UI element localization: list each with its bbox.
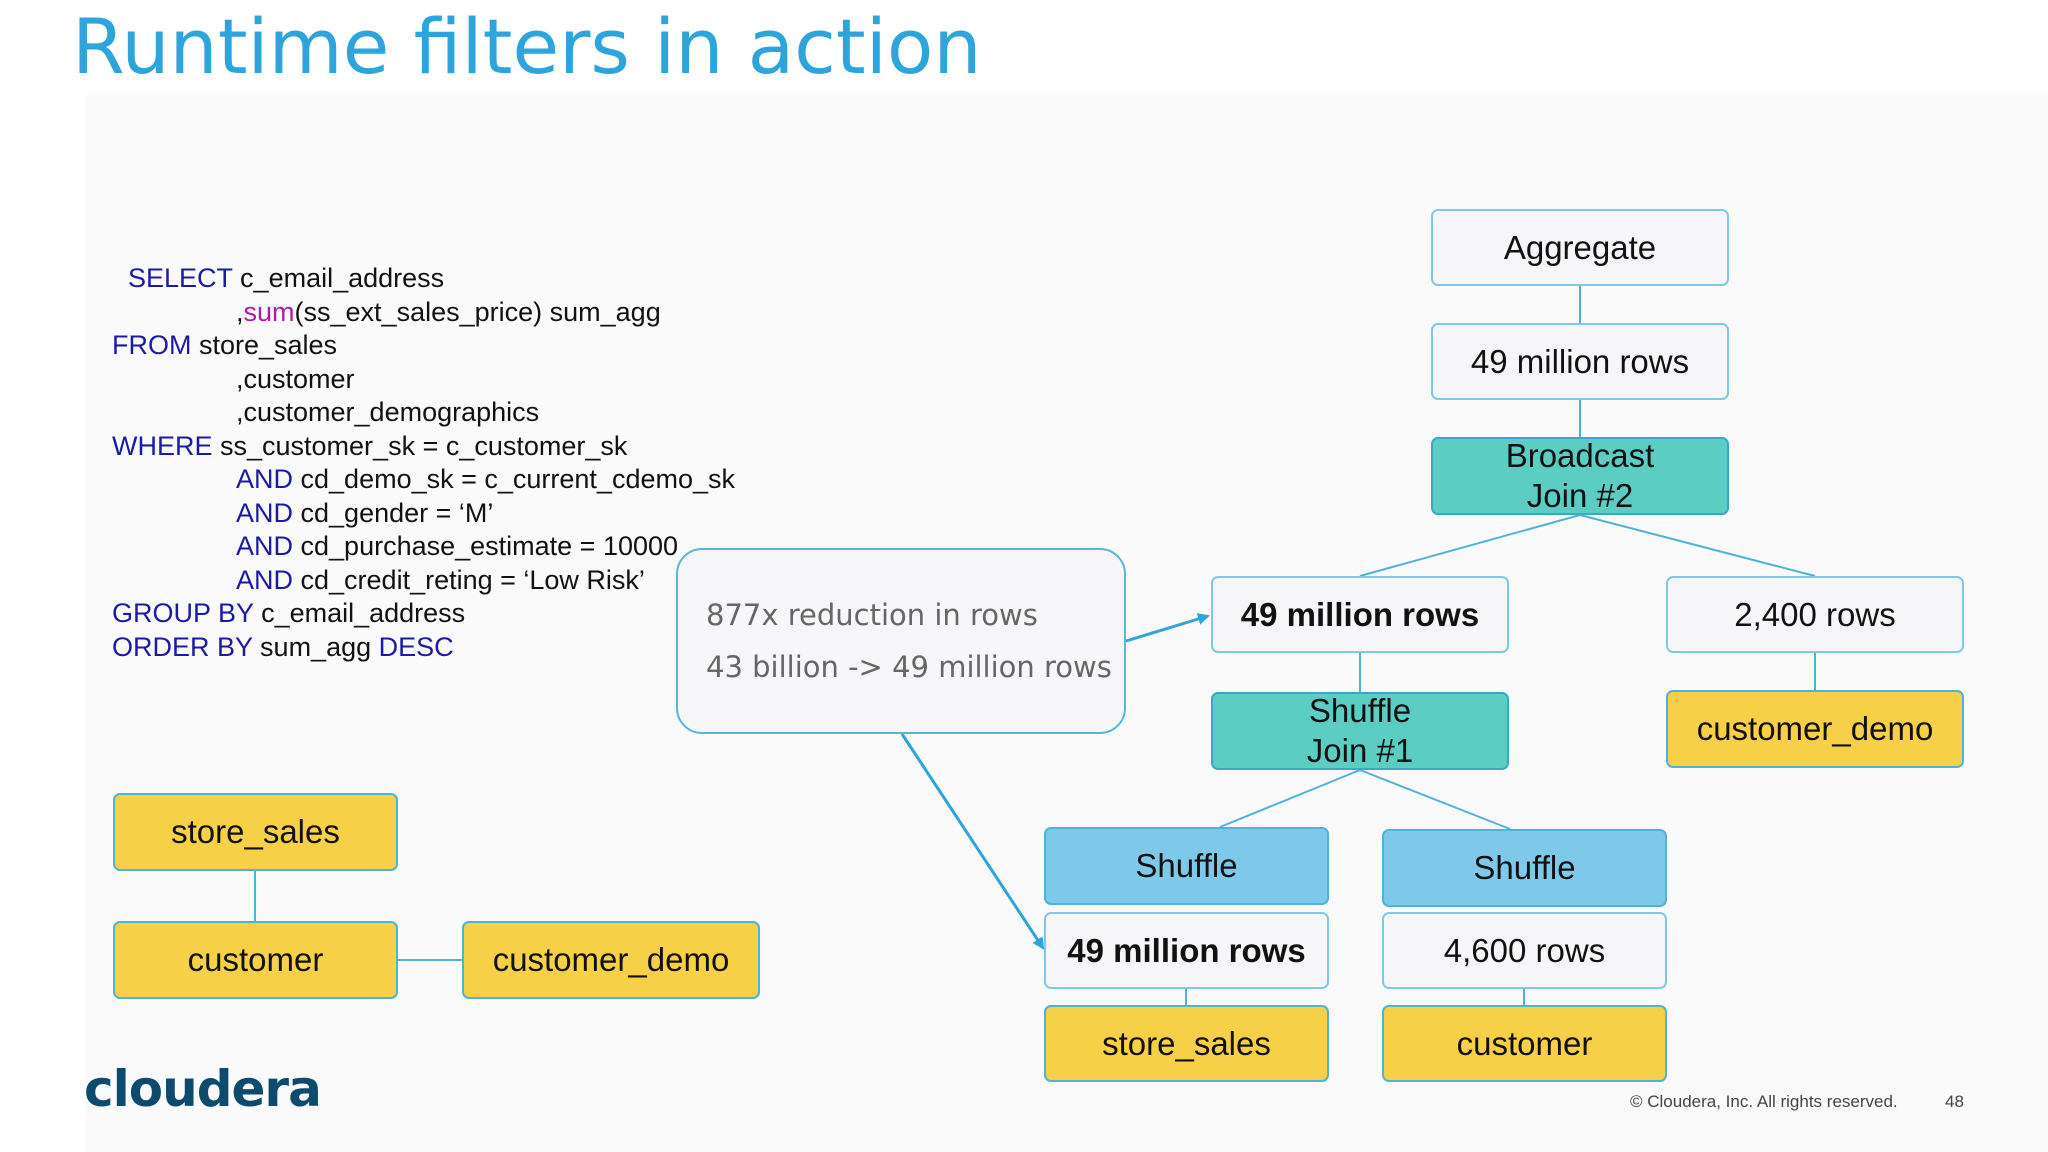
sql-text: ,customer_demographics	[236, 397, 540, 427]
callout-rows-text: 43 billion -> 49 million rows	[706, 650, 1112, 684]
aggregate-node: Aggregate	[1431, 209, 1729, 286]
plan-store-sales-table: store_sales	[1044, 1005, 1329, 1082]
sql-keyword: GROUP BY	[112, 598, 254, 628]
callout-reduction-text: 877x reduction in rows	[706, 598, 1038, 632]
sql-text: c_email_address	[253, 598, 466, 628]
sql-text: ,	[236, 296, 244, 327]
sql-line: ,customer_demographics	[112, 396, 735, 430]
broadcast-join-node: Broadcast Join #2	[1431, 437, 1729, 515]
page-number: 48	[1945, 1092, 1964, 1111]
cloudera-logo: cloudera	[84, 1060, 322, 1118]
sql-text: store_sales	[191, 330, 338, 360]
shuffle-join-node: Shuffle Join #1	[1211, 692, 1509, 770]
sql-line: AND cd_gender = ‘M’	[112, 497, 735, 531]
broadcast-join-number: Join #2	[1526, 477, 1634, 514]
sql-keyword: DESC	[378, 631, 454, 662]
probe-rows-node: 49 million rows	[1211, 576, 1509, 653]
plan-customer-demo-table: customer_demo	[1666, 690, 1964, 768]
shuffle-join-label: Shuffle	[1308, 692, 1412, 729]
sql-query: SELECT c_email_address,sum(ss_ext_sales_…	[112, 262, 735, 664]
shuffle-join-left-link	[1219, 769, 1361, 828]
sql-line: ,customer	[112, 363, 735, 397]
sql-keyword: SELECT	[128, 263, 233, 293]
sql-text: ,customer	[236, 363, 355, 394]
store-sales-rows-node: 49 million rows	[1044, 912, 1329, 989]
left-store-sales-table: store_sales	[113, 793, 398, 871]
shuffle-right-node: Shuffle	[1382, 829, 1667, 907]
slide-title: Runtime filters in action	[72, 2, 982, 91]
sql-function: sum	[243, 296, 295, 327]
sql-line: GROUP BY c_email_address	[112, 597, 735, 631]
sql-line: AND cd_demo_sk = c_current_cdemo_sk	[112, 463, 735, 497]
sql-line: ORDER BY sum_agg DESC	[112, 631, 735, 665]
sql-keyword: AND	[236, 464, 294, 494]
sql-line: ,sum(ss_ext_sales_price) sum_agg	[112, 296, 735, 330]
shuffle-join-number: Join #1	[1306, 732, 1414, 769]
shuffle-join-right-link	[1359, 769, 1511, 830]
copyright-text: © Cloudera, Inc. All rights reserved.	[1630, 1092, 1898, 1111]
sql-text: ss_customer_sk = c_customer_sk	[212, 430, 628, 461]
aggregate-rows-node: 49 million rows	[1431, 323, 1729, 400]
sql-line: AND cd_purchase_estimate = 10000	[112, 530, 735, 564]
left-customer-table: customer	[113, 921, 398, 999]
sql-line: SELECT c_email_address	[112, 262, 735, 296]
sql-text: cd_credit_reting = ‘Low Risk’	[293, 564, 645, 595]
sql-keyword: ORDER BY	[112, 631, 253, 662]
sql-line: AND cd_credit_reting = ‘Low Risk’	[112, 564, 735, 598]
customer-rows-node: 4,600 rows	[1382, 912, 1667, 989]
build-rows-node: 2,400 rows	[1666, 576, 1964, 653]
sql-text: sum_agg	[252, 631, 379, 662]
sql-text: cd_demo_sk = c_current_cdemo_sk	[293, 464, 735, 494]
reduction-callout: 877x reduction in rows 43 billion -> 49 …	[676, 548, 1126, 734]
shuffle-left-node: Shuffle	[1044, 827, 1329, 905]
broadcast-right-link	[1579, 514, 1816, 577]
sql-text: cd_purchase_estimate = 10000	[293, 531, 679, 561]
sql-text: (ss_ext_sales_price) sum_agg	[294, 296, 661, 327]
sql-keyword: AND	[236, 531, 294, 561]
broadcast-join-label: Broadcast	[1505, 437, 1655, 474]
sql-text: c_email_address	[232, 263, 445, 293]
broadcast-left-link	[1359, 514, 1581, 577]
sql-keyword: AND	[236, 564, 294, 595]
sql-keyword: AND	[236, 497, 294, 528]
callout-arrow-bottom	[900, 733, 1045, 950]
sql-keyword: FROM	[112, 330, 192, 360]
plan-customer-table: customer	[1382, 1005, 1667, 1082]
sql-keyword: WHERE	[112, 430, 213, 461]
sql-line: WHERE ss_customer_sk = c_customer_sk	[112, 430, 735, 464]
sql-line: FROM store_sales	[112, 329, 735, 363]
callout-arrow-top	[1125, 613, 1210, 643]
left-customer-demo-table: customer_demo	[462, 921, 760, 999]
sql-text: cd_gender = ‘M’	[293, 497, 494, 528]
